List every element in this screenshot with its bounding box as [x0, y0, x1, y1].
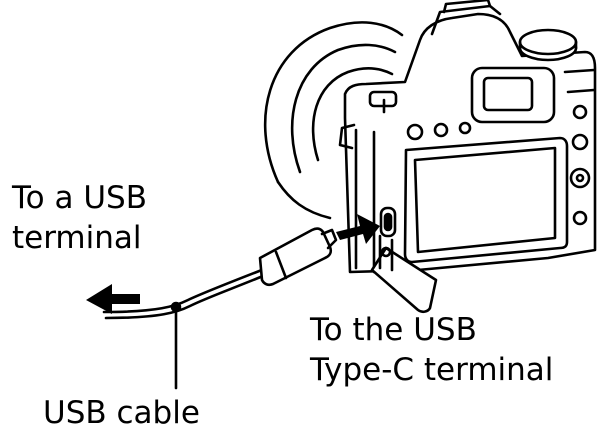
- label-usb-cable: USB cable: [43, 395, 200, 431]
- usb-cable: [102, 266, 269, 390]
- arrow-to-camera: [336, 214, 380, 244]
- camera-lens: [263, 21, 404, 220]
- label-to-usb-terminal: To a USB terminal: [12, 180, 147, 257]
- arrow-to-usb-terminal: [86, 284, 140, 314]
- usb-c-plug: [258, 227, 338, 287]
- camera-body: [338, 0, 597, 314]
- label-to-usb-c-terminal: To the USB Type-C terminal: [310, 312, 554, 389]
